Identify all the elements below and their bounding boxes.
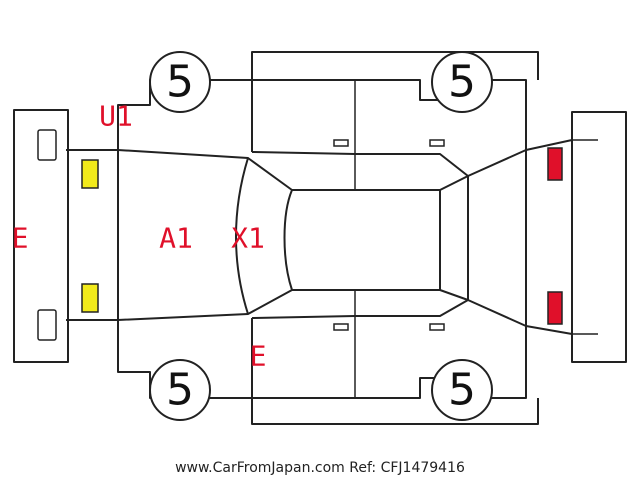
windshield — [235, 157, 293, 315]
watermark-text: www.CarFromJapan.com Ref: CFJ1479416 — [175, 460, 465, 476]
taillight-right — [547, 291, 563, 325]
wheel-front-left: 5 — [149, 51, 211, 113]
trunk-panel — [467, 139, 573, 335]
wheel-rear-left-value: 5 — [448, 57, 476, 108]
hood-panel — [66, 149, 249, 321]
damage-front-fender-right: E — [250, 340, 267, 373]
wheel-front-right: 5 — [149, 359, 211, 421]
headlight-left — [81, 159, 99, 189]
wheel-front-left-value: 5 — [166, 57, 194, 108]
wheel-front-right-value: 5 — [166, 365, 194, 416]
rear-bumper — [571, 111, 627, 363]
damage-hood: A1 — [159, 222, 193, 255]
headlight-right — [81, 283, 99, 313]
damage-hood-left: U1 — [99, 100, 133, 133]
rear-window — [439, 175, 469, 301]
wheel-rear-right: 5 — [431, 359, 493, 421]
wheel-rear-right-value: 5 — [448, 365, 476, 416]
roof — [292, 189, 441, 291]
wheel-rear-left: 5 — [431, 51, 493, 113]
damage-front-bumper: E — [12, 222, 29, 255]
front-bumper — [13, 109, 69, 363]
taillight-left — [547, 147, 563, 181]
damage-windshield: X1 — [231, 222, 265, 255]
